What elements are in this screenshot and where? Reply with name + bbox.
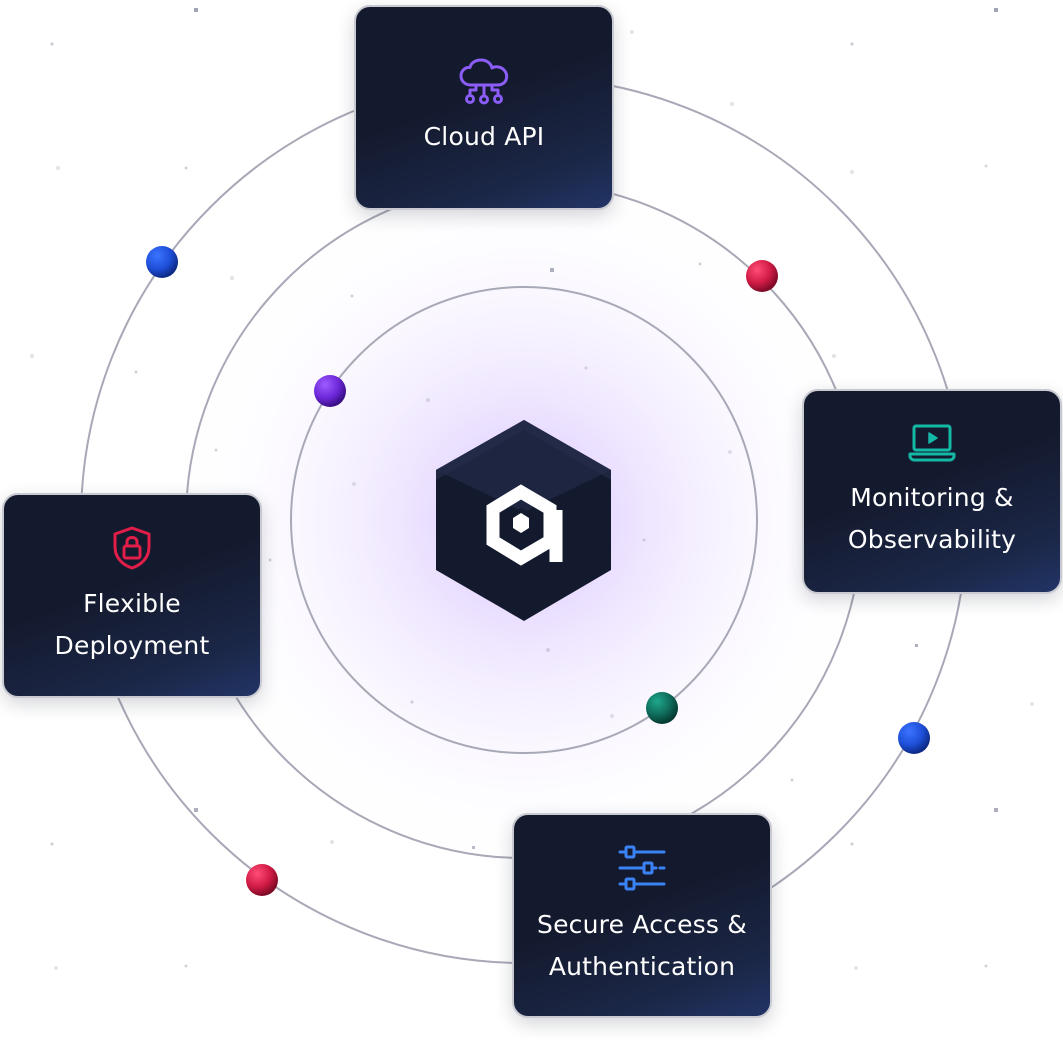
orbit-dot-teal xyxy=(646,692,678,724)
card-title-line-1: Cloud API xyxy=(423,121,545,151)
card-title: Secure Access & Authentication xyxy=(537,904,747,988)
sliders-icon xyxy=(617,844,667,892)
orbit-ring-inner xyxy=(290,286,758,754)
card-title-line-2: Observability xyxy=(847,524,1017,554)
hexagon-cube-logo xyxy=(436,420,611,621)
orbit-dot-blue xyxy=(146,246,178,278)
laptop-play-icon xyxy=(907,423,957,463)
card-secure-access[interactable]: Secure Access & Authentication xyxy=(512,813,772,1018)
card-title-line-1: Flexible xyxy=(83,588,181,618)
orbit-dot-purple xyxy=(314,375,346,407)
orbit-dot-blue xyxy=(898,722,930,754)
orbit-dot-red xyxy=(246,864,278,896)
card-title-line-1: Secure Access & xyxy=(537,909,747,939)
card-cloud-api[interactable]: Cloud API xyxy=(354,5,614,210)
card-title: Monitoring & Observability xyxy=(848,477,1016,561)
background-speckles xyxy=(30,8,1034,970)
shield-lock-icon xyxy=(111,525,153,571)
card-monitoring[interactable]: Monitoring & Observability xyxy=(802,389,1062,594)
card-title: Cloud API xyxy=(424,116,545,158)
card-title-line-1: Monitoring & xyxy=(850,482,1014,512)
card-flexible-deployment[interactable]: Flexible Deployment xyxy=(2,493,262,698)
orbit-dot-red xyxy=(746,260,778,292)
cloud-network-icon xyxy=(458,58,510,106)
card-title-line-2: Deployment xyxy=(54,630,210,660)
card-title: Flexible Deployment xyxy=(55,583,210,667)
card-title-line-2: Authentication xyxy=(548,951,736,981)
